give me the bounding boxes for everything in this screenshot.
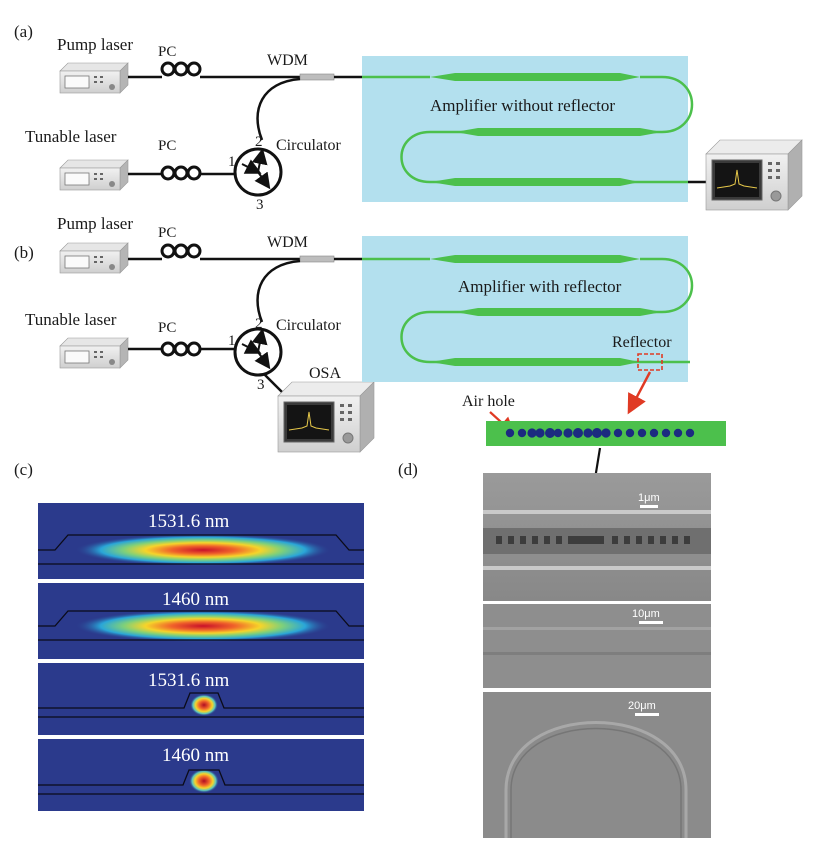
wdm-label: WDM	[267, 52, 308, 69]
pump-laser-icon	[59, 242, 129, 274]
port-1-label: 1	[228, 154, 236, 170]
panel-label-d: (d)	[398, 460, 418, 479]
circulator-icon	[233, 147, 283, 197]
polarization-controller-icon	[160, 61, 202, 77]
tunable-laser-label: Tunable laser	[25, 310, 117, 329]
circulator-icon	[233, 327, 283, 377]
mode-wavelength: 1460 nm	[162, 589, 229, 610]
mode-profile-1: 1531.6 nm	[38, 503, 364, 579]
wdm-label: WDM	[267, 234, 308, 251]
panel-d: (d) 1μm 10μm	[398, 460, 711, 838]
tunable-laser-label: Tunable laser	[25, 127, 117, 146]
panel-b: (b) Pump laser PC WDM Tunable laser PC 1…	[14, 214, 726, 527]
mode-profile-3: 1531.6 nm	[38, 663, 364, 735]
polarization-controller-icon	[160, 165, 202, 181]
amplifier-label: Amplifier without reflector	[430, 96, 615, 115]
port-3-label: 3	[257, 377, 265, 393]
scalebar-label: 1μm	[638, 492, 660, 504]
waveguide-taper	[430, 73, 662, 186]
circulator-label: Circulator	[276, 317, 342, 334]
panel-a: (a) Pump laser PC WDM Tunable laser PC 1…	[14, 22, 803, 213]
polarization-controller-icon	[160, 243, 202, 259]
reflector-label: Reflector	[612, 334, 672, 351]
scalebar-label: 10μm	[632, 608, 660, 620]
osa-icon	[277, 381, 375, 453]
waveguide-taper	[430, 255, 662, 366]
osa-label: OSA	[309, 365, 341, 382]
port-2-label: 2	[255, 134, 263, 150]
panel-c: (c) 1531.6 nm 1460 nm 1531.6 nm 1460 nm	[14, 460, 364, 811]
sem-image-3: 20μm	[483, 692, 711, 838]
circulator-label: Circulator	[276, 137, 342, 154]
port-2-label: 2	[255, 316, 263, 332]
polarization-controller-icon	[160, 341, 202, 357]
waveguide-spiral	[362, 257, 694, 364]
panel-label-a: (a)	[14, 22, 33, 41]
panel-label-b: (b)	[14, 243, 34, 262]
mode-profile-4: 1460 nm	[38, 739, 364, 811]
port-3-label: 3	[256, 197, 264, 213]
amplifier-label: Amplifier with reflector	[458, 277, 622, 296]
wdm-coupler	[299, 73, 335, 81]
wdm-coupler	[299, 255, 335, 263]
pc-label: PC	[158, 44, 176, 60]
pump-laser-label: Pump laser	[57, 35, 133, 54]
reflector-marker	[637, 353, 663, 371]
air-hole-label: Air hole	[462, 393, 515, 410]
sem-image-2: 10μm	[483, 604, 711, 688]
osa-icon	[705, 139, 803, 211]
port-1-label: 1	[228, 333, 236, 349]
pump-laser-icon	[59, 62, 129, 94]
scalebar-label: 20μm	[628, 700, 656, 712]
pump-laser-label: Pump laser	[57, 214, 133, 233]
mode-wavelength: 1460 nm	[162, 745, 229, 766]
mode-wavelength: 1531.6 nm	[148, 670, 230, 691]
mode-profile-2: 1460 nm	[38, 583, 364, 659]
pc-label: PC	[158, 225, 176, 241]
pc-label: PC	[158, 320, 176, 336]
mode-wavelength: 1531.6 nm	[148, 511, 230, 532]
tunable-laser-icon	[59, 337, 129, 369]
pc-label: PC	[158, 138, 176, 154]
fiber-line	[256, 77, 301, 141]
tunable-laser-icon	[59, 159, 129, 191]
sem-image-1: 1μm	[483, 473, 711, 601]
air-hole-array	[505, 428, 695, 438]
panel-label-c: (c)	[14, 460, 33, 479]
